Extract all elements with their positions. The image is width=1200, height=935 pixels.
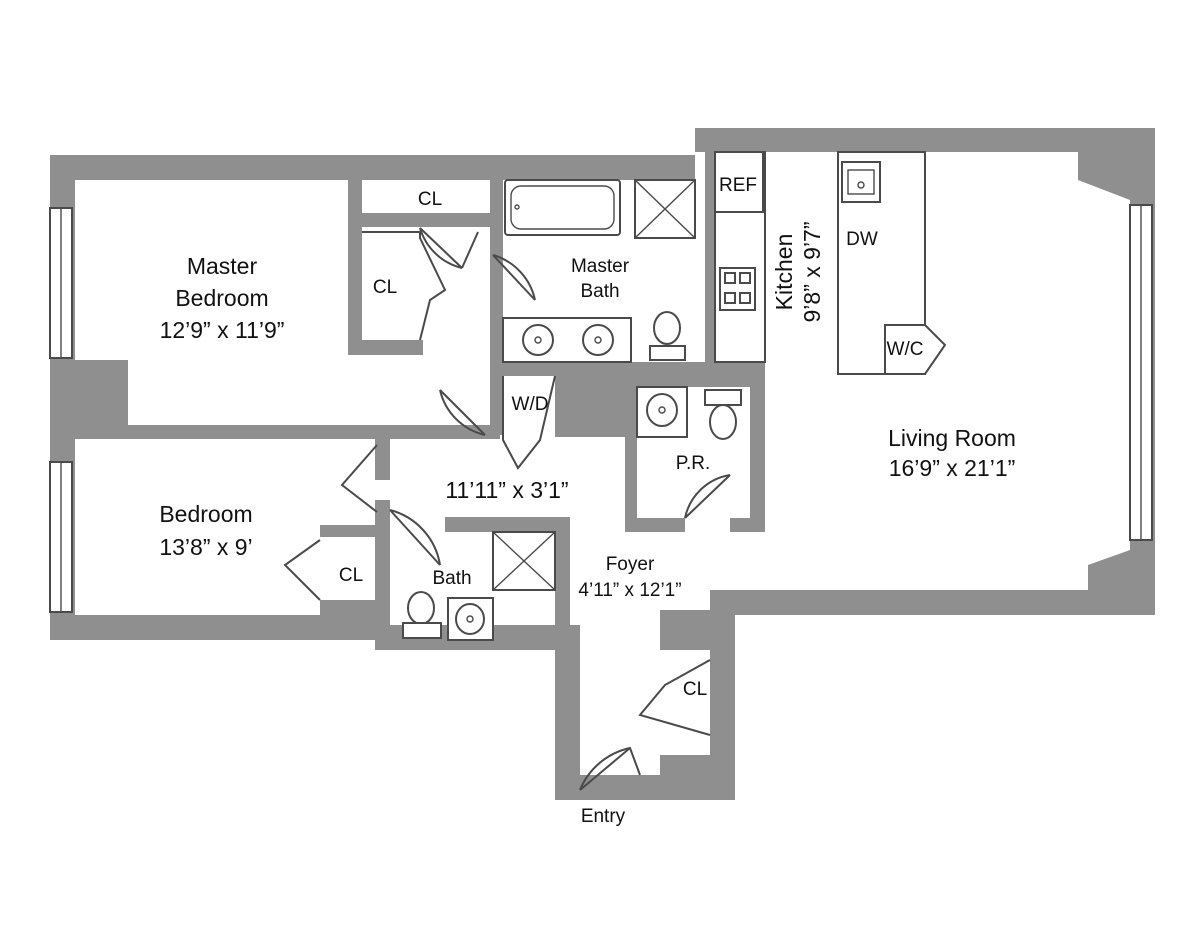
toilet-icon xyxy=(407,591,435,625)
bath-name: Bath xyxy=(432,568,471,589)
master-bedroom-size: 12’9” x 11’9” xyxy=(160,317,285,343)
foyer-closet-wall xyxy=(660,610,720,650)
exterior-wall xyxy=(50,128,1155,800)
foyer-closet-wall-right xyxy=(710,650,735,755)
washer-dryer-closet xyxy=(502,375,556,470)
washer-dryer-label: W/D xyxy=(512,394,549,415)
master-bedroom-name-2: Bedroom xyxy=(175,285,268,311)
hall-size: 11’11” x 3’1” xyxy=(445,477,568,503)
living-top-right-column xyxy=(1078,152,1130,200)
closet-label: CL xyxy=(339,565,363,586)
closet-label: CL xyxy=(373,277,397,298)
left-column xyxy=(50,360,128,435)
room-labels: Master Bedroom 12’9” x 11’9” Bedroom 13’… xyxy=(159,222,1016,601)
foyer-size: 4’11” x 12’1” xyxy=(578,580,681,601)
windows xyxy=(49,204,1153,613)
foyer-name: Foyer xyxy=(606,554,655,575)
refrigerator xyxy=(714,151,764,213)
kitchen-fixtures xyxy=(714,151,947,375)
bath-fixtures xyxy=(402,531,556,641)
bedroom-name: Bedroom xyxy=(159,501,252,527)
bathtub-icon xyxy=(504,179,621,236)
toilet-icon xyxy=(653,311,681,345)
master-bath-fixtures xyxy=(502,179,696,363)
closet-label: CL xyxy=(683,679,707,700)
kitchen-name: Kitchen xyxy=(771,234,797,311)
doors xyxy=(283,227,731,791)
interior-walls xyxy=(75,152,765,650)
master-bath-name-1: Master xyxy=(571,256,630,277)
living-room-size: 16’9” x 21’1” xyxy=(889,455,1016,481)
wine-cooler-door xyxy=(884,324,947,375)
powder-room-name: P.R. xyxy=(676,453,711,474)
dishwasher-label: DW xyxy=(846,229,878,250)
closet-label: CL xyxy=(418,189,442,210)
wine-cooler-label: W/C xyxy=(887,339,924,360)
bedroom-size: 13’8” x 9’ xyxy=(159,534,252,560)
toilet-icon xyxy=(709,404,737,440)
living-bottom-right-column xyxy=(1088,550,1130,590)
living-room-name: Living Room xyxy=(888,425,1016,451)
foyer-bottom-right-block xyxy=(660,755,735,800)
powder-room-fixtures xyxy=(636,386,742,440)
kitchen-size: 9’8” x 9’7” xyxy=(799,222,825,323)
fixture-labels: CL CL CL CL W/D REF DW W/C Entry xyxy=(339,175,924,827)
refrigerator-label: REF xyxy=(719,175,757,196)
master-bedroom-name-1: Master xyxy=(187,253,258,279)
entry-label: Entry xyxy=(581,806,626,827)
sink-icon xyxy=(522,324,554,356)
master-bath-name-2: Bath xyxy=(580,281,619,302)
sink-icon xyxy=(582,324,614,356)
